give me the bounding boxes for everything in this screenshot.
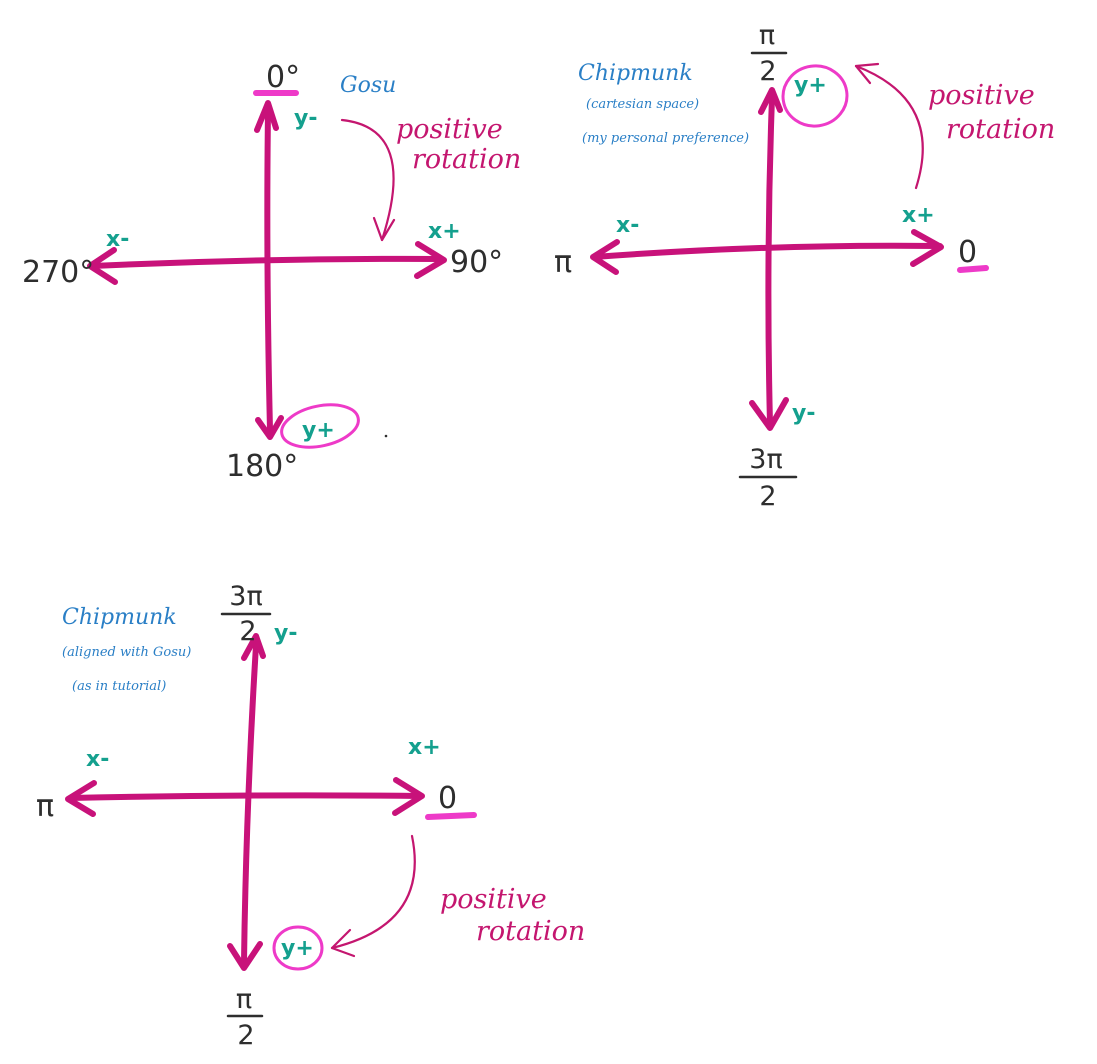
aligned-left-label: π — [36, 789, 54, 824]
cartesian-title: Chipmunk — [578, 61, 693, 86]
cartesian-x-negative-label: x- — [616, 213, 639, 238]
cartesian-bottom-numerator: 3π — [749, 444, 782, 475]
cartesian-y-positive-label: y+ — [794, 73, 827, 98]
cartesian-y-negative-label: y- — [792, 401, 815, 426]
cartesian-rotation-text-1: positive — [928, 80, 1035, 111]
aligned-top-numerator: 3π — [229, 581, 262, 612]
gosu-horizontal-axis — [89, 255, 445, 269]
aligned-y-negative-label: y- — [274, 621, 297, 646]
cartesian-left-arrowhead — [590, 239, 620, 275]
cartesian-zero-underline — [957, 265, 989, 273]
aligned-subtitle-1: (aligned with Gosu) — [62, 645, 191, 660]
cartesian-left-label: π — [554, 245, 572, 280]
aligned-rotation-text-1: positive — [440, 884, 547, 915]
gosu-right-arrowhead — [414, 241, 447, 279]
gosu-axes — [87, 100, 447, 440]
gosu-y-positive-circle — [280, 403, 360, 449]
gosu-top-label: 0° — [266, 60, 300, 95]
aligned-diagram: 3π 2 0 π π 2 y- y+ x- x+ Chipmunk (align… — [36, 581, 585, 1051]
cartesian-right-label: 0 — [958, 235, 977, 270]
gosu-left-label: 270° — [22, 255, 94, 290]
aligned-title: Chipmunk — [62, 605, 177, 630]
cartesian-bottom-denominator: 2 — [759, 481, 776, 512]
gosu-up-arrowhead — [254, 100, 279, 133]
gosu-y-negative-label: y- — [294, 106, 317, 131]
cartesian-up-arrowhead — [758, 87, 783, 115]
cartesian-subtitle-1: (cartesian space) — [586, 97, 699, 112]
cartesian-x-positive-label: x+ — [902, 203, 935, 228]
aligned-horizontal-axis — [67, 792, 423, 801]
gosu-vertical-axis — [264, 109, 273, 433]
aligned-left-arrowhead — [65, 780, 97, 817]
cartesian-diagram: π 2 0 π 3π 2 y+ y- x- x+ Chipmunk (carte… — [554, 20, 1055, 512]
aligned-x-negative-label: x- — [86, 747, 109, 772]
cartesian-top-numerator: π — [759, 20, 775, 51]
gosu-x-negative-label: x- — [106, 227, 129, 252]
cartesian-vertical-axis — [765, 95, 775, 427]
aligned-bottom-numerator: π — [236, 984, 252, 1015]
aligned-subtitle-2: (as in tutorial) — [72, 679, 166, 694]
cartesian-rotation-arrow — [854, 62, 924, 190]
gosu-y-positive-label: y+ — [302, 418, 335, 443]
aligned-axes — [65, 633, 425, 971]
gosu-left-arrowhead — [87, 247, 118, 285]
stray-dot — [384, 434, 388, 438]
cartesian-y-positive-circle — [781, 64, 849, 128]
aligned-right-arrowhead — [392, 777, 425, 816]
cartesian-subtitle-2: (my personal preference) — [582, 131, 749, 146]
gosu-bottom-label: 180° — [226, 449, 298, 484]
cartesian-axes — [590, 87, 944, 431]
gosu-title: Gosu — [340, 73, 396, 98]
gosu-rotation-arrow — [340, 118, 396, 242]
cartesian-horizontal-axis — [591, 242, 943, 260]
aligned-rotation-arrow — [330, 834, 416, 958]
aligned-zero-underline — [425, 812, 477, 820]
cartesian-top-denominator: 2 — [759, 56, 776, 87]
cartesian-right-arrowhead — [910, 229, 944, 267]
aligned-down-arrowhead — [227, 941, 263, 971]
gosu-right-label: 90° — [450, 245, 503, 280]
aligned-up-arrowhead — [241, 633, 266, 661]
aligned-vertical-axis — [241, 642, 259, 965]
cartesian-down-arrowhead — [749, 397, 789, 431]
gosu-rotation-text-1: positive — [396, 114, 503, 145]
aligned-top-denominator: 2 — [239, 616, 256, 647]
aligned-bottom-denominator: 2 — [237, 1020, 254, 1051]
gosu-rotation-text-2: rotation — [412, 144, 521, 175]
aligned-y-positive-label: y+ — [281, 936, 314, 961]
aligned-y-positive-circle — [272, 925, 324, 971]
gosu-diagram: 0° 90° 180° 270° y- y+ x- x+ Gosu positi… — [22, 60, 521, 484]
aligned-rotation-text-2: rotation — [476, 916, 585, 947]
aligned-x-positive-label: x+ — [408, 735, 441, 760]
aligned-right-label: 0 — [438, 781, 457, 816]
cartesian-rotation-text-2: rotation — [946, 114, 1055, 145]
gosu-x-positive-label: x+ — [428, 219, 461, 244]
gosu-down-arrowhead — [255, 415, 284, 440]
